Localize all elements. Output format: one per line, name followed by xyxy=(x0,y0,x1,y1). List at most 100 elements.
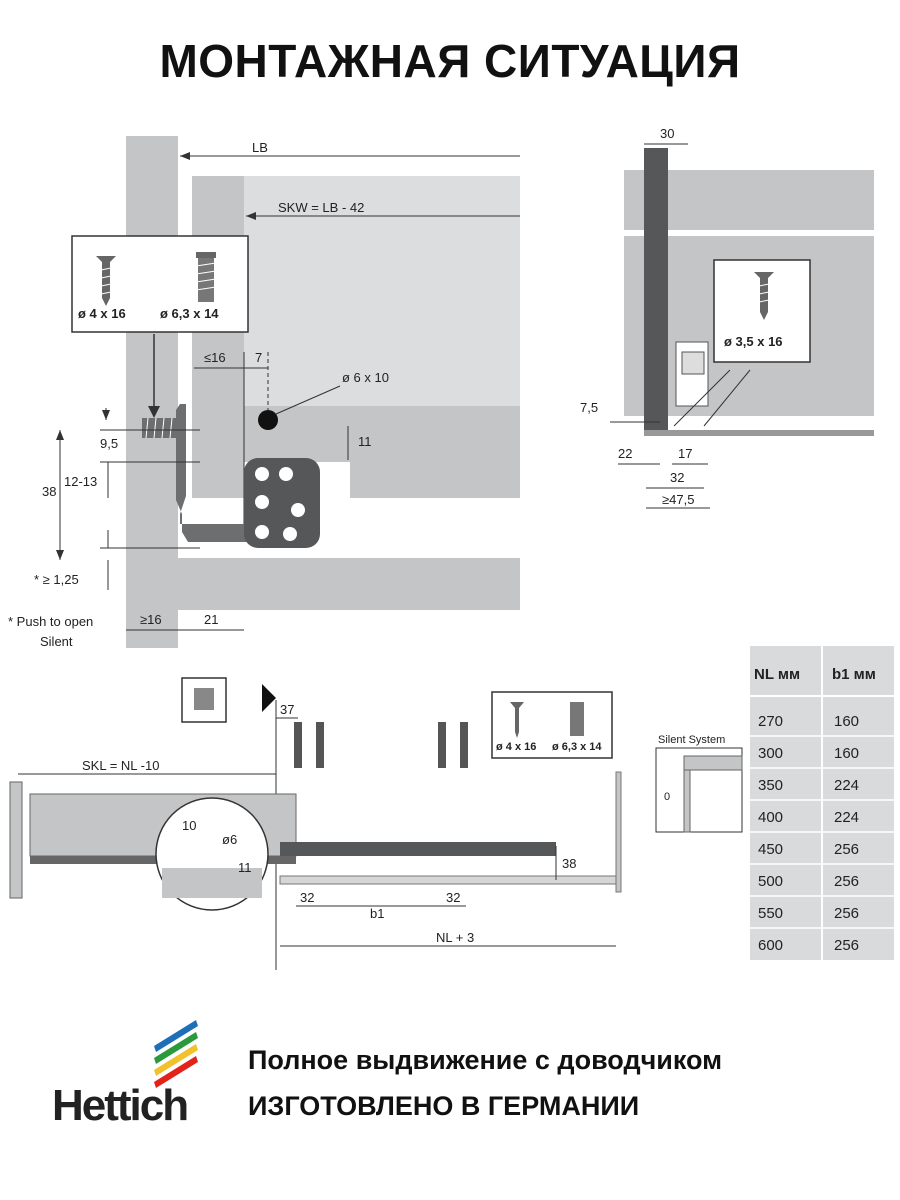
base-line xyxy=(644,430,874,436)
d11-label: 11 xyxy=(358,434,372,449)
mount-arrow-head xyxy=(148,406,160,418)
table-cell-nl: 450 xyxy=(758,841,783,858)
euro-screw-icon xyxy=(570,702,584,736)
drawer-bottom xyxy=(244,406,520,462)
nl3-label: NL + 3 xyxy=(436,930,474,945)
hettich-logo: Hettich xyxy=(52,1020,198,1128)
d38-label: 38 xyxy=(562,856,576,871)
logo-stripe-blue xyxy=(154,1020,198,1052)
drawer-side-profile xyxy=(644,148,668,434)
table-cell-b1: 256 xyxy=(834,841,859,858)
d37-label: 37 xyxy=(280,702,294,717)
screw-b-label: ø 6,3 x 14 xyxy=(160,306,219,321)
drawer-bottom-lip xyxy=(350,462,520,498)
side-screw-label: ø 3,5 x 16 xyxy=(724,334,783,349)
silent-system-side xyxy=(683,769,691,833)
d475-label: ≥47,5 xyxy=(662,492,694,507)
d32-label: 32 xyxy=(670,470,684,485)
screw-icon xyxy=(460,722,468,768)
silent-system-top xyxy=(683,755,743,771)
bottom-screw-b-label: ø 6,3 x 14 xyxy=(552,741,602,753)
screw-icon xyxy=(754,272,774,320)
table-cell-b1: 256 xyxy=(834,905,859,922)
runner-length-diagram: 37 SKL = NL -10 10 ø6 11 32 b1 32 38 NL … xyxy=(9,677,622,970)
front-edge-arrow xyxy=(262,684,276,712)
table-cell-b1: 160 xyxy=(834,713,859,730)
drawer-inner xyxy=(244,176,520,406)
runner-bracket xyxy=(176,404,250,542)
size-table: NL мм b1 мм 270 160 300 160 350 224 400 224 450 2… xyxy=(750,646,894,960)
logo-stripe-red xyxy=(154,1056,198,1088)
drawer-front xyxy=(9,781,23,899)
table-cell-nl: 300 xyxy=(758,745,783,762)
footer-line-1: Полное выдвижение с доводчиком xyxy=(248,1045,723,1075)
skw-label: SKW = LB - 42 xyxy=(278,200,364,215)
bottom-panel xyxy=(178,558,520,610)
d32a-label: 32 xyxy=(300,890,314,905)
push-note-line-1: * Push to open xyxy=(8,614,93,629)
drawer-side-panel xyxy=(192,176,244,498)
silent-system-diagram: Silent System 0 xyxy=(655,734,743,833)
side-panel xyxy=(126,136,178,648)
footer-line-2: ИЗГОТОВЛЕНО В ГЕРМАНИИ xyxy=(248,1091,640,1121)
screw-leader-2 xyxy=(703,369,751,427)
runner-body xyxy=(280,842,556,856)
le16-label: ≤16 xyxy=(204,350,226,365)
page-title: МОНТАЖНАЯ СИТУАЦИЯ xyxy=(159,35,741,87)
table-cell-nl: 350 xyxy=(758,777,783,794)
detail-d10-label: 10 xyxy=(182,818,196,833)
skl-label: SKL = NL -10 xyxy=(82,758,159,773)
lb-label: LB xyxy=(252,140,268,155)
silent-system-label: Silent System xyxy=(658,734,725,746)
table-cell-b1: 160 xyxy=(834,745,859,762)
main-section-diagram: LB SKW = LB - 42 ø 4 x 16 ø 6,3 x 14 ≤16… xyxy=(8,136,520,649)
screw-icon xyxy=(96,256,116,306)
screw-box xyxy=(71,235,249,333)
cabinet-icon-inner xyxy=(194,688,214,710)
hole-leader xyxy=(275,385,341,415)
mounted-screw-icon xyxy=(142,417,186,439)
runner-rail xyxy=(279,875,617,885)
table-cell-nl: 270 xyxy=(758,713,783,730)
detail-d11-label: 11 xyxy=(238,860,252,875)
table-cell-b1: 224 xyxy=(834,809,859,826)
d38-arrow-bottom xyxy=(56,550,64,560)
logo-stripes xyxy=(154,1020,198,1088)
lb-arrow xyxy=(180,152,190,160)
runner-mechanism xyxy=(244,458,320,548)
table-cell-b1: 224 xyxy=(834,777,859,794)
screw-icon xyxy=(294,722,302,768)
table-cell-nl: 400 xyxy=(758,809,783,826)
front-bracket xyxy=(675,341,709,407)
b1-label: b1 xyxy=(370,906,384,921)
d125-label: * ≥ 1,25 xyxy=(34,572,79,587)
table-cell-nl: 600 xyxy=(758,937,783,954)
push-note-line-2: Silent xyxy=(40,634,73,649)
d17-label: 17 xyxy=(678,446,692,461)
d32b-label: 32 xyxy=(446,890,460,905)
table-cell-b1: 256 xyxy=(834,873,859,890)
table-header-nl: NL мм xyxy=(754,666,800,683)
screw-a-label: ø 4 x 16 xyxy=(78,306,126,321)
table-cell-nl: 500 xyxy=(758,873,783,890)
screw-leader-1 xyxy=(673,369,731,427)
d38-arrow-top xyxy=(56,430,64,440)
d22-label: 22 xyxy=(618,446,632,461)
table-cell-b1: 256 xyxy=(834,937,859,954)
screw-icon xyxy=(510,702,524,738)
silent-system-zero: 0 xyxy=(664,791,670,803)
detail-panel xyxy=(162,868,262,898)
d38-label: 38 xyxy=(42,484,56,499)
ge16-label: ≥16 xyxy=(140,612,162,627)
d75-label: 7,5 xyxy=(580,400,598,415)
logo-wordmark: Hettich xyxy=(52,1081,187,1128)
logo-stripe-green xyxy=(154,1032,198,1064)
table-cell-nl: 550 xyxy=(758,905,783,922)
d21-label: 21 xyxy=(204,612,218,627)
table-header-b1: b1 мм xyxy=(832,666,876,683)
screw-icon xyxy=(316,722,324,768)
d7-label: 7 xyxy=(255,350,262,365)
back-panel xyxy=(615,771,622,893)
skw-arrow xyxy=(246,212,256,220)
hole-label: ø 6 x 10 xyxy=(342,370,389,385)
